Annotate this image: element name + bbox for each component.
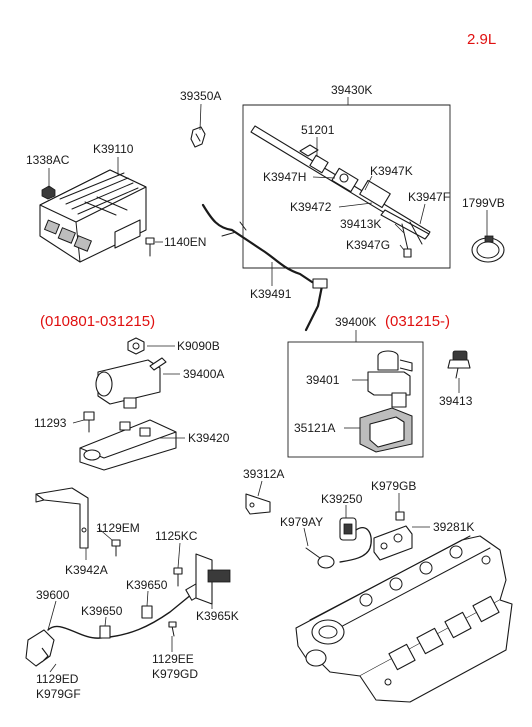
knock-sensor-k39250[interactable]: [339, 517, 372, 563]
bolt-1129em[interactable]: [111, 539, 121, 557]
part-label-39401[interactable]: 39401: [306, 373, 340, 387]
bracket-k3965k[interactable]: [195, 553, 231, 605]
clip-k39650-b[interactable]: [141, 605, 153, 619]
ecu-module[interactable]: [39, 169, 147, 263]
bolt-k979gb[interactable]: [395, 511, 405, 521]
engine-label: 2.9L: [467, 31, 496, 48]
part-label-k39472[interactable]: K39472: [290, 200, 332, 214]
part-label-k3947k[interactable]: K3947K: [370, 164, 413, 178]
part-label-k39420[interactable]: K39420: [188, 431, 230, 445]
solenoid-valve-39400a[interactable]: [95, 357, 167, 409]
bracket-k3942a[interactable]: [35, 487, 89, 549]
date-range-early: (010801-031215): [40, 313, 155, 330]
part-label-39281k[interactable]: 39281K: [433, 520, 474, 534]
part-label-39430k[interactable]: 39430K: [331, 83, 372, 97]
part-label-k979ay[interactable]: K979AY: [280, 515, 323, 529]
bracket-39281k[interactable]: [373, 525, 413, 561]
part-label-1129ed[interactable]: 1129ED: [36, 672, 79, 686]
bracket-k39420[interactable]: [79, 419, 177, 471]
part-label-35121a[interactable]: 35121A: [294, 421, 335, 435]
part-label-1140en[interactable]: 1140EN: [164, 235, 206, 249]
nut-k9090b[interactable]: [127, 337, 145, 355]
part-label-1129ee[interactable]: 1129EE: [152, 652, 194, 666]
part-label-39413k[interactable]: 39413K: [340, 217, 381, 231]
part-label-k3947g[interactable]: K3947G: [346, 238, 390, 252]
nut-1338ac[interactable]: [41, 185, 56, 200]
part-label-k979gf[interactable]: K979GF: [36, 687, 81, 701]
clip-39350a[interactable]: [190, 126, 206, 148]
solenoid-valve-39401[interactable]: [367, 350, 413, 408]
bolt-11293[interactable]: [83, 411, 95, 433]
part-label-39400k[interactable]: 39400K: [335, 315, 376, 329]
wire-harness-k39491[interactable]: [201, 203, 328, 332]
part-label-39413[interactable]: 39413: [439, 394, 473, 408]
bracket-35121a[interactable]: [359, 407, 413, 453]
sensor-39413[interactable]: [447, 350, 471, 379]
date-range-late: (031215-): [385, 313, 450, 330]
part-label-k979gb[interactable]: K979GB: [371, 479, 416, 493]
bolt-1125kc[interactable]: [173, 567, 183, 587]
part-label-51201[interactable]: 51201: [301, 123, 335, 137]
intake-manifold: [295, 535, 513, 703]
group-box-39400k: [287, 341, 424, 458]
part-label-1338ac[interactable]: 1338AC: [26, 153, 70, 167]
bracket-39312a[interactable]: [245, 493, 271, 515]
sensor-k979ay[interactable]: [305, 547, 335, 569]
fuel-rail-assembly[interactable]: [250, 125, 431, 258]
bolt-1129ee[interactable]: [168, 621, 177, 637]
part-label-k39110[interactable]: K39110: [93, 142, 134, 156]
part-label-k3965k[interactable]: K3965K: [196, 609, 239, 623]
part-label-k3942a[interactable]: K3942A: [65, 563, 108, 577]
clamp-1799vb[interactable]: [471, 235, 505, 263]
part-label-k39650-b[interactable]: K39650: [126, 578, 168, 592]
part-label-k3947f[interactable]: K3947F: [408, 190, 450, 204]
part-label-39350a[interactable]: 39350A: [180, 89, 221, 103]
part-label-1129em[interactable]: 1129EM: [96, 521, 140, 535]
part-label-k39491[interactable]: K39491: [250, 287, 292, 301]
part-label-11293[interactable]: 11293: [34, 416, 67, 430]
part-label-k3947h[interactable]: K3947H: [263, 170, 306, 184]
part-label-1799vb[interactable]: 1799VB: [462, 196, 505, 210]
part-label-39400a[interactable]: 39400A: [183, 367, 224, 381]
group-box-39430k: [242, 104, 451, 269]
bolt-1140en[interactable]: [145, 237, 155, 257]
part-label-1125kc[interactable]: 1125KC: [155, 529, 198, 543]
part-label-k979gd[interactable]: K979GD: [152, 667, 198, 681]
part-label-k39250[interactable]: K39250: [321, 492, 363, 506]
part-label-39600[interactable]: 39600: [36, 588, 70, 602]
part-label-39312a[interactable]: 39312A: [243, 467, 284, 481]
clip-k39650-a[interactable]: [99, 625, 111, 639]
part-label-k9090b[interactable]: K9090B: [177, 339, 220, 353]
leader-lines: [47, 97, 488, 673]
part-label-k39650-a[interactable]: K39650: [81, 604, 123, 618]
